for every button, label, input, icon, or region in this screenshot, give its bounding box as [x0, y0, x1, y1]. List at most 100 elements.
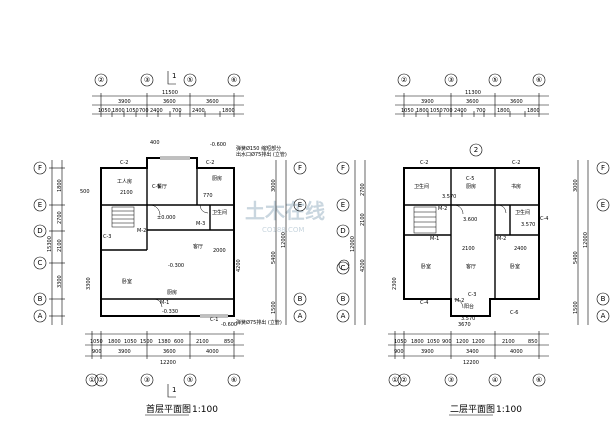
component-label: 4200	[236, 259, 242, 272]
axis-label: A	[601, 312, 606, 320]
bottom-sub-dim: 1050	[90, 339, 103, 345]
right-axis-bubbles	[293, 161, 307, 323]
right-dim: 3000	[271, 179, 277, 192]
left-dim: 2700	[57, 211, 63, 224]
component-label: M-1	[160, 300, 169, 306]
component-label: C-2	[420, 160, 428, 166]
level-mark: -0.300	[168, 263, 184, 269]
component-label: M-2	[137, 228, 146, 234]
top-dim: 3600	[466, 99, 479, 105]
component-label: C-2	[206, 160, 214, 166]
windows	[160, 156, 228, 318]
bottom-sub-dim: 1050	[394, 339, 407, 345]
room-label: 厨房	[466, 183, 476, 190]
bottom-sub-dim: 2100	[196, 339, 209, 345]
room-label: 工人房	[117, 178, 132, 185]
room-label: 卫生间	[515, 209, 530, 216]
bottom-sub-dim: 1200	[456, 339, 469, 345]
dim-ticks	[100, 93, 235, 117]
axis-label: ⑥	[536, 376, 542, 384]
right-dim: 5400	[573, 251, 579, 264]
bottom-dim: 3900	[421, 349, 434, 355]
top-dim: 3600	[510, 99, 523, 105]
bottom-sub-dim: 1050	[427, 339, 440, 345]
top-dim: 3600	[163, 99, 176, 105]
bottom-sub-dim: 2100	[502, 339, 515, 345]
bottom-sub-dim: 1800	[108, 339, 121, 345]
level-mark: -0.330	[162, 309, 178, 315]
bottom-sub-dim: 1050	[124, 339, 137, 345]
bottom-total-dim: 12200	[160, 360, 176, 366]
axis-label: ①	[392, 376, 398, 384]
component-label: 3670	[458, 322, 471, 328]
axis-label: ②	[401, 376, 407, 384]
top-sub-dim: 1800	[222, 108, 235, 114]
note: 弹簧Ø75排出 (立管)	[236, 319, 282, 326]
component-label: M-2	[455, 298, 464, 304]
axis-label: D	[37, 227, 42, 235]
axis-label: ⑥	[231, 76, 237, 84]
axis-label: F	[298, 164, 302, 172]
bottom-dim: 4000	[206, 349, 219, 355]
left-axis-bubbles	[33, 161, 47, 323]
level-mark: 3.570	[461, 316, 475, 322]
component-label: 2100	[462, 246, 475, 252]
axis-label: ②	[401, 76, 407, 84]
top-sub-dim: 1050	[430, 108, 443, 114]
note: 弹簧Ø150 缩短部分	[236, 145, 281, 152]
axis-label: ⑤	[187, 76, 193, 84]
top-dim: 3900	[118, 99, 131, 105]
axis-label: B	[601, 295, 606, 303]
bottom-dim: 3400	[466, 349, 479, 355]
room-label: 卫生间	[414, 183, 429, 190]
section-mark: 1	[172, 386, 176, 394]
axis-label: F	[601, 164, 605, 172]
bottom-dim: 4000	[510, 349, 523, 355]
component-label: C-1	[210, 317, 218, 323]
bottom-sub-dim: 850	[528, 339, 538, 345]
left-dim: 2100	[57, 239, 63, 252]
room-label: 客厅	[466, 263, 476, 270]
bottom-sub-dim: 1380	[158, 339, 171, 345]
bottom-sub-dim: 600	[174, 339, 184, 345]
top-dim: 3900	[421, 99, 434, 105]
bottom-dim: 900	[92, 349, 102, 355]
axis-label: B	[298, 295, 303, 303]
room-label: 书房	[511, 183, 521, 190]
axis-label: ②	[98, 376, 104, 384]
axis-label: E	[298, 201, 302, 209]
axis-label: B	[38, 295, 43, 303]
component-label: 2100	[120, 190, 133, 196]
bottom-dim: 3600	[163, 349, 176, 355]
top-axis-bubbles	[94, 73, 241, 87]
right-dim: 1500	[573, 301, 579, 314]
section-symbol	[338, 259, 350, 271]
component-label: C-4	[540, 216, 548, 222]
top-sub-dim: 700	[443, 108, 453, 114]
top-sub-dim: 1050	[126, 108, 139, 114]
level-mark: -0.600	[221, 322, 237, 328]
axis-label: F	[38, 164, 42, 172]
level-mark: 3.570	[442, 194, 456, 200]
axis-label: A	[298, 312, 303, 320]
top-sub-dim: 2400	[192, 108, 205, 114]
left-dim: 2700	[360, 183, 366, 196]
right-dim: 1500	[271, 301, 277, 314]
left-total-dim: 15300	[47, 236, 53, 252]
axis-label: C	[38, 259, 43, 267]
top-sub-dim: 1050	[98, 108, 111, 114]
axis-bubble	[183, 73, 197, 87]
top-sub-dim: 1800	[527, 108, 540, 114]
section-symbol	[469, 143, 483, 157]
room-label: 卧室	[510, 263, 520, 270]
note: 出水口Ø75排出 (立管)	[236, 151, 287, 158]
bottom-total-dim: 12200	[463, 360, 479, 366]
axis-label: E	[601, 201, 605, 209]
room-label: 卫生间	[212, 209, 227, 216]
right-dim: 5400	[271, 251, 277, 264]
component-label: M-2	[497, 236, 506, 242]
component-label: 770	[203, 193, 213, 199]
plan-title: 首层平面图	[146, 403, 191, 415]
axis-label: ③	[144, 76, 150, 84]
